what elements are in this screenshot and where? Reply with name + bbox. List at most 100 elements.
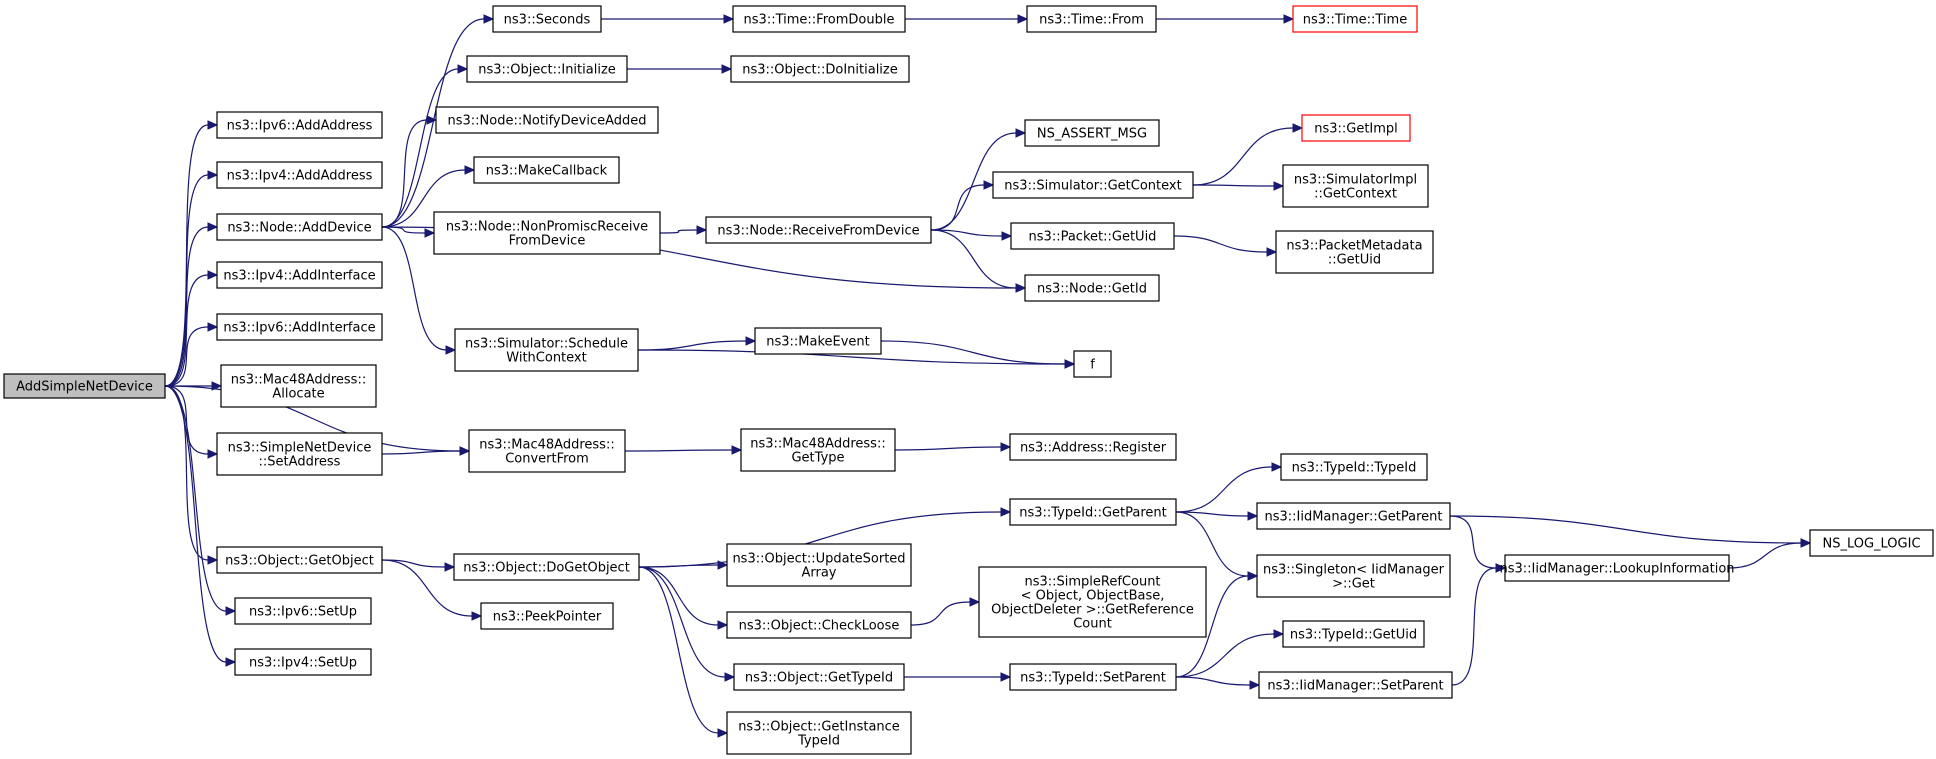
node-objinit[interactable]: ns3::Object::Initialize — [466, 55, 628, 83]
node-nodeadd[interactable]: ns3::Node::AddDevice — [216, 213, 383, 241]
node-box — [1282, 620, 1425, 648]
edge-tidsetparent-to-singleton — [1175, 571, 1259, 678]
edge-nodeadd-to-makecb — [381, 165, 476, 228]
node-label: TypeId — [797, 734, 840, 749]
node-mactype[interactable]: ns3::Mac48Address::GetType — [740, 428, 896, 472]
node-ipv6add[interactable]: ns3::Ipv6::AddAddress — [216, 111, 383, 139]
node-sndset[interactable]: ns3::SimpleNetDevice::SetAddress — [216, 432, 383, 476]
node-convfrom[interactable]: ns3::Mac48Address::ConvertFrom — [468, 429, 626, 473]
edge-objinit-to-doinit — [627, 64, 733, 74]
node-label: ObjectDeleter >::GetReference — [991, 603, 1194, 618]
node-seconds[interactable]: ns3::Seconds — [492, 5, 602, 33]
node-box — [740, 428, 896, 472]
node-ipv4up[interactable]: ns3::Ipv4::SetUp — [234, 648, 372, 676]
node-label: ns3::Ipv6::AddAddress — [227, 119, 373, 134]
node-label: ns3::Object::CheckLoose — [739, 619, 900, 634]
node-box — [1258, 671, 1453, 699]
node-label: WithContext — [506, 351, 586, 366]
node-box — [1280, 453, 1428, 481]
node-box — [216, 161, 383, 189]
node-box — [730, 55, 910, 83]
node-label: ns3::Ipv4::AddAddress — [227, 169, 373, 184]
node-ipv6up[interactable]: ns3::Ipv6::SetUp — [234, 597, 372, 625]
node-label: ns3::Object::Initialize — [478, 63, 616, 78]
node-simctx[interactable]: ns3::Simulator::GetContext — [992, 171, 1194, 199]
node-root[interactable]: AddSimpleNetDevice — [3, 373, 166, 399]
node-label: ns3::Ipv4::SetUp — [249, 656, 357, 671]
edge-tidgetparent-to-tidtypeid — [1175, 462, 1283, 513]
edge-schedctx-to-makeevent — [637, 336, 757, 351]
node-tidgetparent[interactable]: ns3::TypeId::GetParent — [1009, 498, 1177, 526]
edges-layer — [164, 14, 1812, 738]
node-notify[interactable]: ns3::Node::NotifyDeviceAdded — [435, 106, 659, 134]
node-pmuid[interactable]: ns3::PacketMetadata::GetUid — [1275, 230, 1434, 274]
edge-root-to-ipv6if — [164, 322, 219, 387]
node-tidtypeid[interactable]: ns3::TypeId::TypeId — [1280, 453, 1428, 481]
edge-nodeadd-to-notify — [381, 115, 438, 228]
node-dogetobj[interactable]: ns3::Object::DoGetObject — [453, 553, 640, 581]
edge-simctx-to-getimpl — [1192, 123, 1304, 186]
node-lookup[interactable]: ns3::IidManager::LookupInformation — [1499, 554, 1735, 582]
node-label: ns3::SimpleNetDevice — [228, 441, 372, 456]
node-timefrom[interactable]: ns3::Time::From — [1026, 5, 1157, 33]
node-iidgetparent[interactable]: ns3::IidManager::GetParent — [1256, 502, 1451, 530]
node-box — [216, 261, 383, 289]
node-tidgetuid[interactable]: ns3::TypeId::GetUid — [1282, 620, 1425, 648]
node-simimplctx[interactable]: ns3::SimulatorImpl::GetContext — [1282, 164, 1429, 208]
node-checkloose[interactable]: ns3::Object::CheckLoose — [726, 611, 912, 639]
edge-dogetobj-to-gettypeid — [638, 566, 736, 682]
node-box — [234, 648, 372, 676]
node-ipv6if[interactable]: ns3::Ipv6::AddInterface — [216, 313, 383, 341]
edge-tidsetparent-to-iidsetparent — [1175, 676, 1261, 690]
node-simplerefcount[interactable]: ns3::SimpleRefCount< Object, ObjectBase,… — [978, 566, 1207, 638]
node-label: GetType — [791, 451, 844, 466]
node-fromdouble[interactable]: ns3::Time::FromDouble — [732, 5, 906, 33]
edge-recvfrom-to-nsassert — [930, 128, 1027, 231]
node-f[interactable]: f — [1073, 350, 1112, 378]
node-timetime[interactable]: ns3::Time::Time — [1292, 5, 1418, 33]
edge-convfrom-to-mactype — [624, 445, 743, 455]
node-label: ns3::Time::Time — [1303, 13, 1407, 28]
node-doinit[interactable]: ns3::Object::DoInitialize — [730, 55, 910, 83]
node-getobj[interactable]: ns3::Object::GetObject — [216, 546, 383, 574]
node-box — [216, 313, 383, 341]
node-label: ns3::Object::DoInitialize — [742, 63, 898, 78]
node-gettypeid[interactable]: ns3::Object::GetTypeId — [733, 663, 905, 691]
node-ipv4if[interactable]: ns3::Ipv4::AddInterface — [216, 261, 383, 289]
node-label: ns3::TypeId::SetParent — [1020, 671, 1166, 686]
node-label: ns3::Mac48Address:: — [479, 438, 614, 453]
edge-root-to-ipv4if — [164, 270, 219, 387]
node-macalloc[interactable]: ns3::Mac48Address::Allocate — [220, 364, 377, 408]
node-box — [1024, 274, 1160, 302]
node-nsassert[interactable]: NS_ASSERT_MSG — [1024, 119, 1160, 147]
node-nodegetid[interactable]: ns3::Node::GetId — [1024, 274, 1160, 302]
edge-nodeadd-to-seconds — [381, 14, 495, 228]
node-box — [216, 432, 383, 476]
node-box — [992, 171, 1194, 199]
node-ipv4add[interactable]: ns3::Ipv4::AddAddress — [216, 161, 383, 189]
node-pktuid[interactable]: ns3::Packet::GetUid — [1010, 222, 1175, 250]
node-label: ns3::Object::GetTypeId — [745, 671, 893, 686]
node-makecb[interactable]: ns3::MakeCallback — [473, 156, 620, 184]
node-recvfrom[interactable]: ns3::Node::ReceiveFromDevice — [705, 216, 932, 244]
node-label: ns3::Packet::GetUid — [1029, 230, 1157, 245]
node-peek[interactable]: ns3::PeekPointer — [480, 602, 614, 630]
node-getimpl[interactable]: ns3::GetImpl — [1301, 114, 1411, 142]
edge-pktuid-to-pmuid — [1173, 235, 1278, 257]
edge-sndset-to-convfrom — [381, 446, 471, 456]
node-makeevent[interactable]: ns3::MakeEvent — [754, 327, 882, 355]
node-tidsetparent[interactable]: ns3::TypeId::SetParent — [1009, 663, 1177, 691]
node-singleton[interactable]: ns3::Singleton< IidManager>::Get — [1256, 554, 1451, 598]
edge-makeevent-to-f — [880, 340, 1076, 369]
node-addrreg[interactable]: ns3::Address::Register — [1009, 433, 1177, 461]
node-label: ns3::Ipv4::AddInterface — [223, 269, 375, 284]
node-box — [1073, 350, 1112, 378]
node-label: ns3::MakeEvent — [766, 335, 870, 350]
node-nslog[interactable]: NS_LOG_LOGIC — [1809, 529, 1934, 557]
node-box — [1275, 230, 1434, 274]
node-iidsetparent[interactable]: ns3::IidManager::SetParent — [1258, 671, 1453, 699]
